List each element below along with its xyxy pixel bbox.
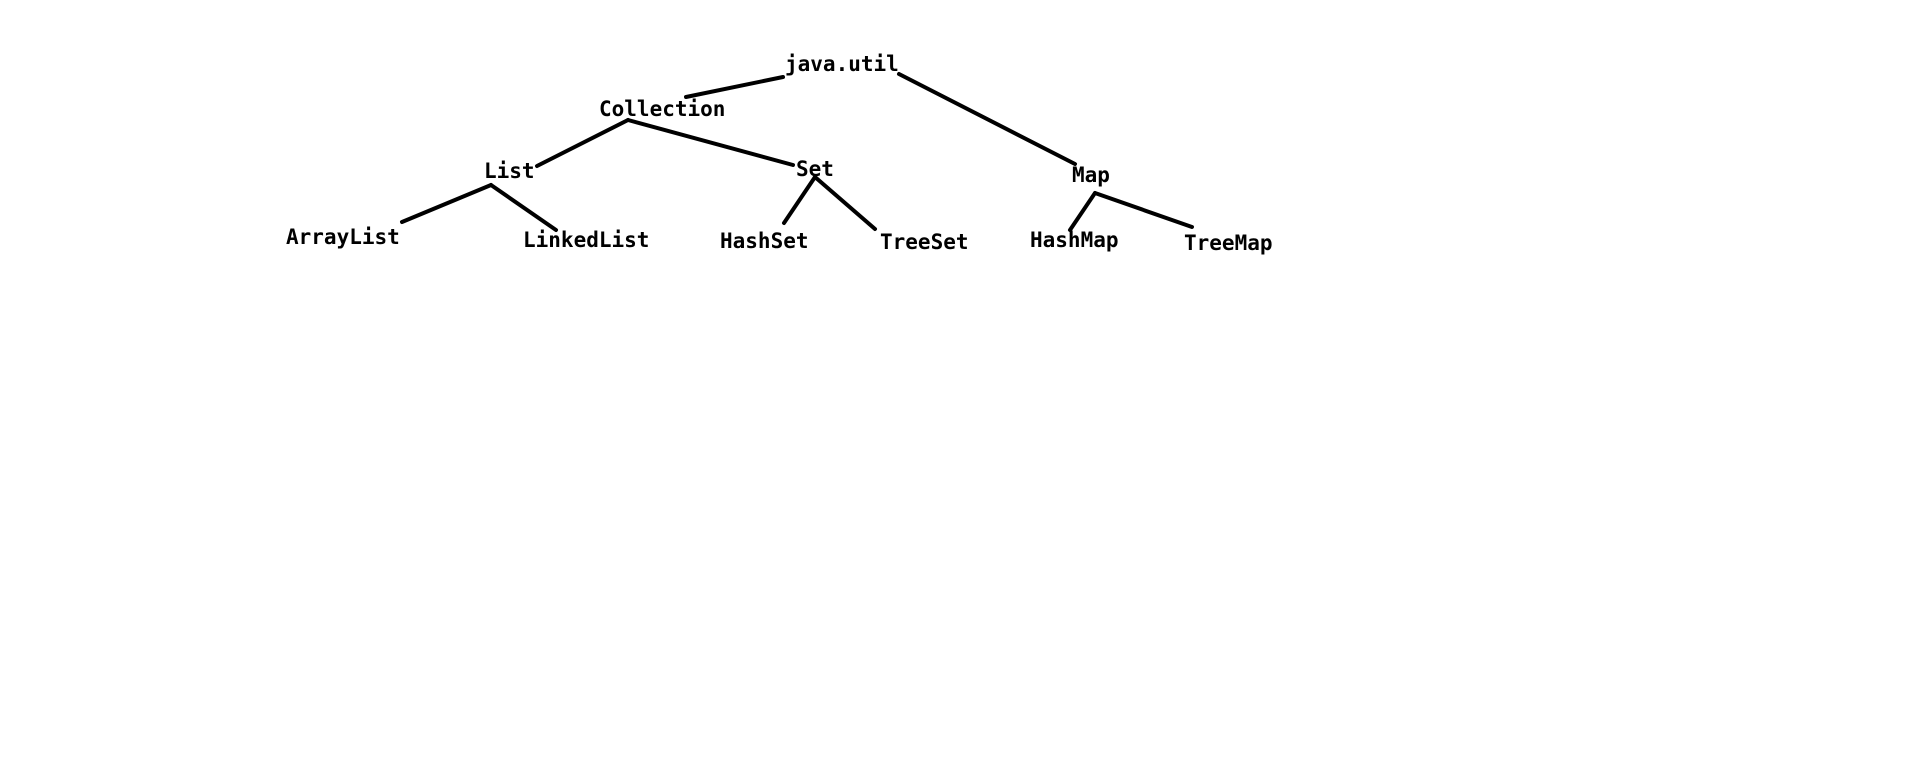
node-java-util: java.util bbox=[785, 52, 899, 76]
edge-map-treemap bbox=[1093, 191, 1194, 229]
edge-java-util-collection bbox=[684, 75, 785, 99]
nodes: java.util Collection List Set Map ArrayL… bbox=[286, 52, 1273, 255]
node-treemap: TreeMap bbox=[1184, 231, 1273, 255]
node-hashmap: HashMap bbox=[1030, 228, 1119, 252]
node-collection: Collection bbox=[599, 97, 725, 121]
node-map: Map bbox=[1072, 163, 1110, 187]
node-linkedlist: LinkedList bbox=[523, 228, 649, 252]
edge-set-treeset bbox=[813, 175, 877, 231]
edges bbox=[400, 72, 1194, 232]
node-arraylist: ArrayList bbox=[286, 225, 400, 249]
edge-list-linkedlist bbox=[489, 183, 558, 232]
edge-collection-set bbox=[626, 118, 795, 167]
edge-map-hashmap bbox=[1068, 191, 1097, 232]
edge-collection-list bbox=[535, 118, 630, 168]
node-hashset: HashSet bbox=[720, 229, 809, 253]
edge-java-util-map bbox=[897, 72, 1077, 166]
edge-list-arraylist bbox=[400, 183, 493, 224]
node-list: List bbox=[484, 159, 535, 183]
edge-set-hashset bbox=[782, 175, 817, 225]
node-set: Set bbox=[796, 157, 834, 181]
node-treeset: TreeSet bbox=[880, 230, 969, 254]
